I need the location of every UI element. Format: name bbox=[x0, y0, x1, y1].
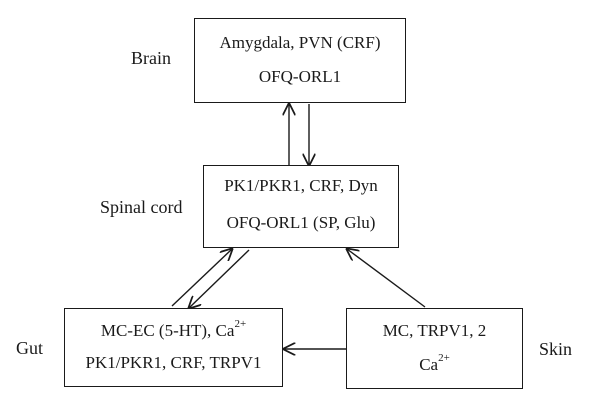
skin-line-1: MC, TRPV1, 2 bbox=[382, 321, 487, 340]
label-skin: Skin bbox=[539, 339, 573, 359]
skin-superscript: 2+ bbox=[438, 352, 450, 364]
brain-line-2: OFQ-ORL1 bbox=[258, 67, 342, 86]
gut-line-1: MC-EC (5-HT), Ca2+ bbox=[65, 318, 282, 341]
label-spinal-cord: Spinal cord bbox=[100, 197, 183, 217]
skin-box: MC, TRPV1, 2 Ca2+ bbox=[346, 308, 523, 389]
spinal-line-1: PK1/PKR1, CRF, Dyn bbox=[224, 176, 378, 195]
arrow-gut-to-spinal bbox=[171, 249, 232, 307]
arrow-skin-to-spinal bbox=[347, 249, 426, 308]
arrow-spinal-to-gut bbox=[189, 249, 250, 308]
brain-line-1: Amygdala, PVN (CRF) bbox=[219, 33, 381, 52]
brain-box: Amygdala, PVN (CRF) OFQ-ORL1 bbox=[194, 18, 406, 103]
gut-box: MC-EC (5-HT), Ca2+ PK1/PKR1, CRF, TRPV1 bbox=[64, 308, 283, 387]
spinal-cord-box: PK1/PKR1, CRF, Dyn OFQ-ORL1 (SP, Glu) bbox=[203, 165, 399, 248]
skin-line-2: Ca2+ bbox=[347, 352, 522, 375]
label-brain: Brain bbox=[131, 48, 171, 68]
spinal-line-2: OFQ-ORL1 (SP, Glu) bbox=[226, 213, 376, 232]
gut-line-2: PK1/PKR1, CRF, TRPV1 bbox=[85, 353, 262, 372]
gut-line-1-text: MC-EC (5-HT), Ca bbox=[100, 321, 235, 340]
skin-line-2-text: Ca bbox=[419, 355, 439, 374]
gut-superscript: 2+ bbox=[234, 318, 247, 330]
label-gut: Gut bbox=[16, 338, 43, 358]
